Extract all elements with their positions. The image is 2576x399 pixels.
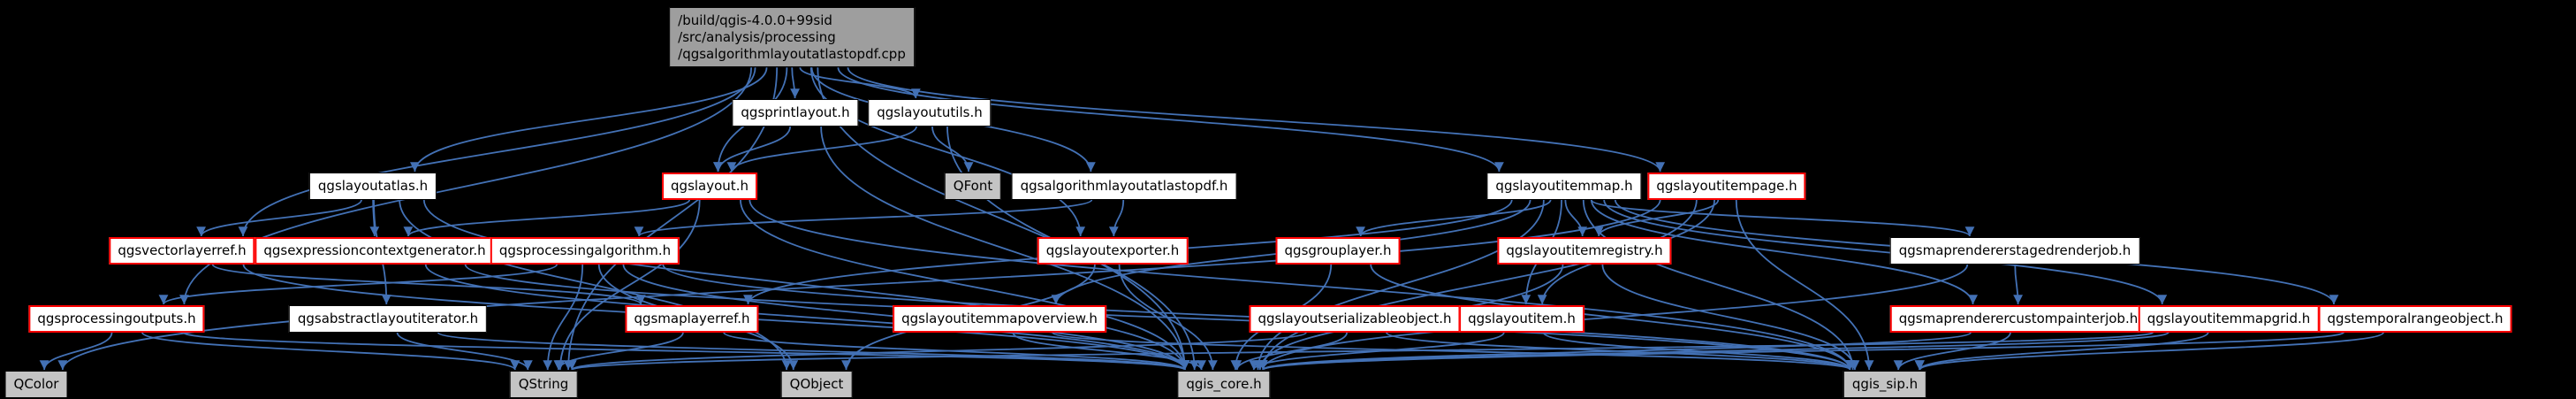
node-qgslayoutatlas-h[interactable]: qgslayoutatlas.h <box>308 173 437 200</box>
node-qgslayout-h[interactable]: qgslayout.h <box>662 173 757 200</box>
root-path-line: /qgsalgorithmlayoutatlastopdf.cpp <box>678 45 906 62</box>
node-qgis-sip-h: qgis_sip.h <box>1843 371 1927 398</box>
node-qcolor: QColor <box>4 371 68 398</box>
root-path-line: /build/qgis-4.0.0+99sid <box>678 12 832 28</box>
root-path-line: /src/analysis/processing <box>678 28 836 45</box>
node-qgsvectorlayerref-h[interactable]: qgsvectorlayerref.h <box>109 237 255 265</box>
node-qgstemporalrangeobject-h[interactable]: qgstemporalrangeobject.h <box>2318 305 2512 333</box>
node-qgsalgorithmlayoutatlastopdf-h[interactable]: qgsalgorithmlayoutatlastopdf.h <box>1011 173 1237 200</box>
node-source-file-cpp: /build/qgis-4.0.0+99sid /src/analysis/pr… <box>669 7 915 68</box>
node-qgsgrouplayer-h[interactable]: qgsgrouplayer.h <box>1275 237 1401 265</box>
node-qgsprocessingalgorithm-h[interactable]: qgsprocessingalgorithm.h <box>490 237 680 265</box>
node-qgsmaprendererstagedrenderjob-h[interactable]: qgsmaprendererstagedrenderjob.h <box>1889 237 2140 265</box>
node-qgslayoutitempage-h[interactable]: qgslayoutitempage.h <box>1647 173 1806 200</box>
node-qgsmaprenderercustompainterjob-h[interactable]: qgsmaprenderercustompainterjob.h <box>1889 305 2147 333</box>
node-qgslayoutserializableobject-h[interactable]: qgslayoutserializableobject.h <box>1249 305 1461 333</box>
node-qgsmaplayerref-h[interactable]: qgsmaplayerref.h <box>625 305 759 333</box>
node-qgsprintlayout-h[interactable]: qgsprintlayout.h <box>732 99 859 127</box>
node-qfont: QFont <box>944 173 1002 200</box>
node-qobject: QObject <box>780 371 853 398</box>
node-qgsabstractlayoutiterator-h[interactable]: qgsabstractlayoutiterator.h <box>288 305 488 333</box>
node-qgslayoutitemmap-h[interactable]: qgslayoutitemmap.h <box>1486 173 1642 200</box>
node-qgslayoutitemmapoverview-h[interactable]: qgslayoutitemmapoverview.h <box>893 305 1106 333</box>
node-qgslayoutitemregistry-h[interactable]: qgslayoutitemregistry.h <box>1497 237 1672 265</box>
node-qgslayoututils-h[interactable]: qgslayoututils.h <box>868 99 992 127</box>
node-qgis-core-h: qgis_core.h <box>1177 371 1271 398</box>
node-qgslayoutitemmapgrid-h[interactable]: qgslayoutitemmapgrid.h <box>2138 305 2320 333</box>
node-qstring: QString <box>509 371 578 398</box>
node-qgslayoutitem-h[interactable]: qgslayoutitem.h <box>1459 305 1584 333</box>
node-qgslayoutexporter-h[interactable]: qgslayoutexporter.h <box>1037 237 1189 265</box>
node-qgsprocessingoutputs-h[interactable]: qgsprocessingoutputs.h <box>28 305 205 333</box>
node-qgsexpressioncontextgenerator-h[interactable]: qgsexpressioncontextgenerator.h <box>255 237 495 265</box>
